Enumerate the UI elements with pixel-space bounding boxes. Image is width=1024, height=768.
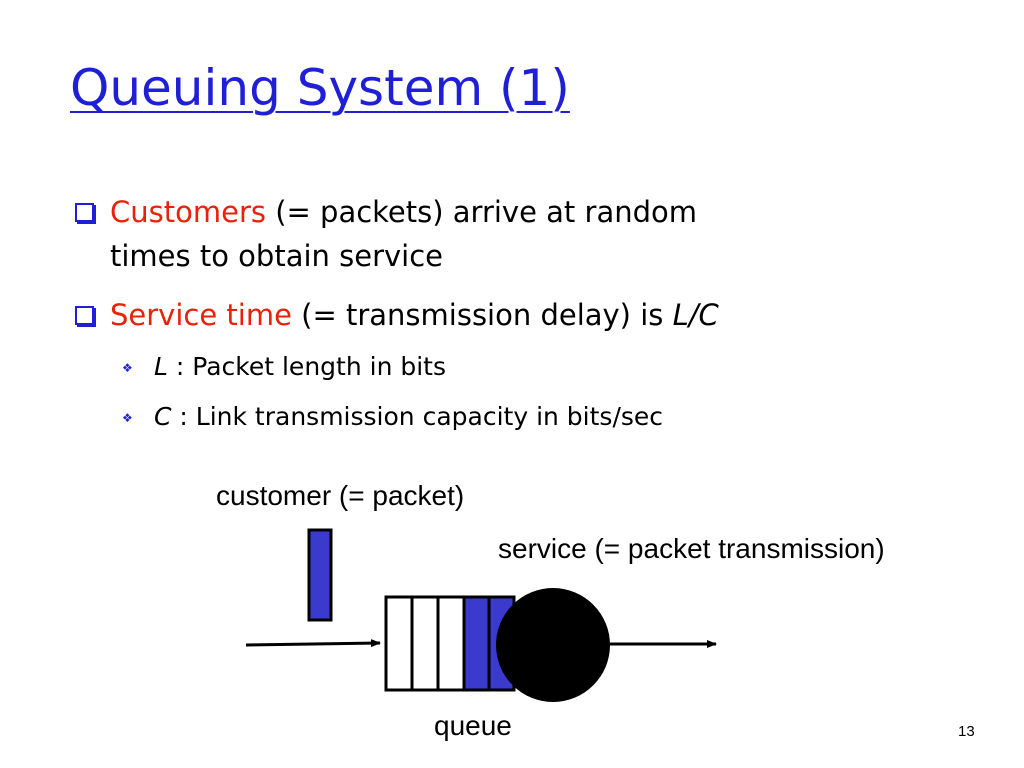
queue-slot [410,595,440,692]
formula: L/C [672,298,719,332]
diamond-icon: ❖ [122,361,133,375]
sub-bullet-packet-length: ❖ L : Packet length in bits [122,350,446,385]
diamond-icon: ❖ [122,411,133,425]
arriving-packet [307,528,333,622]
arrival-arrow [245,639,381,648]
queue-slot [436,595,466,692]
hollow-square-icon [75,203,94,222]
symbol: L [154,352,168,381]
queue-slot [384,595,414,692]
bullet-text: Service time (= transmission delay) is L… [110,293,719,337]
queued-packet [462,595,491,692]
sub-bullet-text: : Link transmission capacity in bits/sec [171,402,664,431]
symbol: C [154,402,172,431]
queue-buffer [384,595,516,692]
sub-bullet-link-capacity: ❖ C : Link transmission capacity in bits/… [122,400,663,435]
highlight-term: Service time [110,298,292,332]
page-number: 13 [958,723,975,740]
highlight-term: Customers [110,195,266,229]
queue-label: queue [434,710,512,741]
bullet-text-rest: (= packets) arrive at random [265,195,697,229]
bullet-text-rest: (= transmission delay) is [291,298,673,332]
service-label: service (= packet transmission) [498,533,885,564]
bullet-line: Customers (= packets) arrive at random [110,190,697,234]
hollow-square-icon [75,306,94,325]
bullet-line-continuation: times to obtain service [110,239,444,273]
server-circle [496,588,610,702]
bullet-text: Customers (= packets) arrive at random t… [110,190,697,278]
slide-title: Queuing System (1) [70,59,570,117]
sub-bullet-text: : Packet length in bits [167,352,447,381]
customer-label: customer (= packet) [216,480,465,511]
